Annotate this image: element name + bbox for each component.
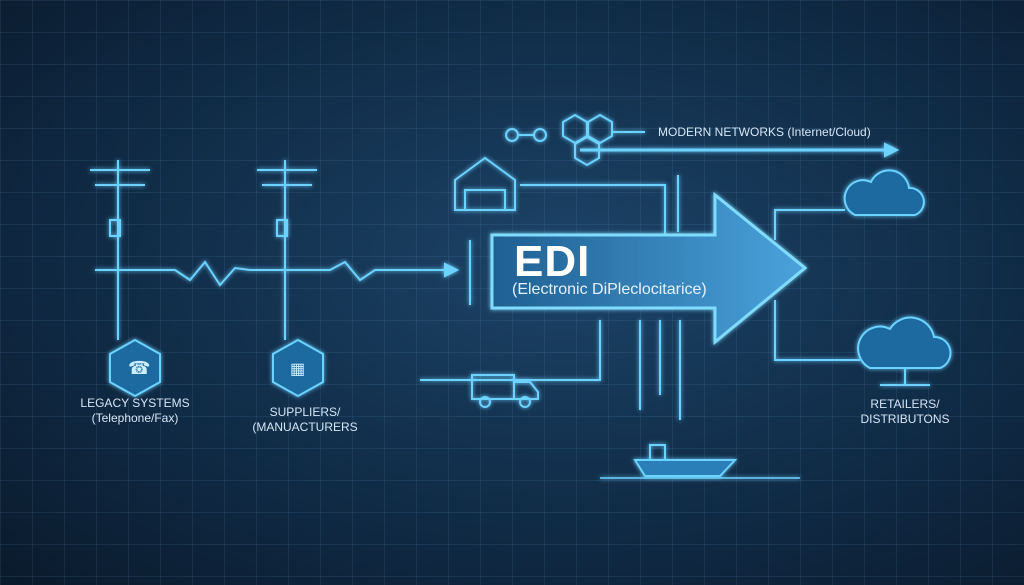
edi-arrow: [490, 191, 808, 346]
factory-icon: ▦: [290, 361, 305, 378]
legacy-line2: (Telephone/Fax): [91, 411, 179, 425]
network-arrowhead-icon: [884, 142, 900, 158]
retailers-label: RETAILERS/ DISTRIBUTONS: [850, 397, 960, 427]
legacy-line1: LEGACY SYSTEMS: [80, 396, 190, 410]
legacy-signal-line: [95, 260, 445, 287]
signal-arrowhead-icon: [444, 262, 460, 278]
edi-subtitle: (Electronic DiPleclocitarice): [512, 281, 707, 298]
output-circuit-lines: [774, 209, 860, 361]
retailers-line1: RETAILERS/: [870, 397, 940, 411]
suppliers-label: SUPPLIERS/ (MANUACTURERS: [240, 405, 370, 435]
phone-hex-icon: [109, 338, 161, 398]
legacy-systems-label: LEGACY SYSTEMS (Telephone/Fax): [70, 396, 200, 426]
telephone-pole-icon: [257, 160, 317, 340]
circuit-lines: [420, 175, 681, 420]
delivery-truck-icon: [471, 374, 539, 408]
factory-hex-icon: [272, 338, 324, 398]
suppliers-line1: SUPPLIERS/: [269, 405, 341, 419]
cloud-icon: [843, 169, 925, 216]
warehouse-icon: [454, 156, 516, 211]
suppliers-line2: (MANUACTURERS: [252, 420, 358, 434]
network-nodes-icon: [505, 113, 645, 167]
cargo-ship-icon: [633, 444, 738, 477]
edi-title: EDI: [514, 237, 591, 286]
retailers-line2: DISTRIBUTONS: [860, 412, 950, 426]
modern-networks-label: MODERN NETWORKS (Internet/Cloud): [658, 125, 871, 139]
telephone-pole-icon: [90, 160, 150, 340]
server-cloud-icon: [857, 316, 952, 369]
phone-icon: ☎: [128, 358, 150, 378]
